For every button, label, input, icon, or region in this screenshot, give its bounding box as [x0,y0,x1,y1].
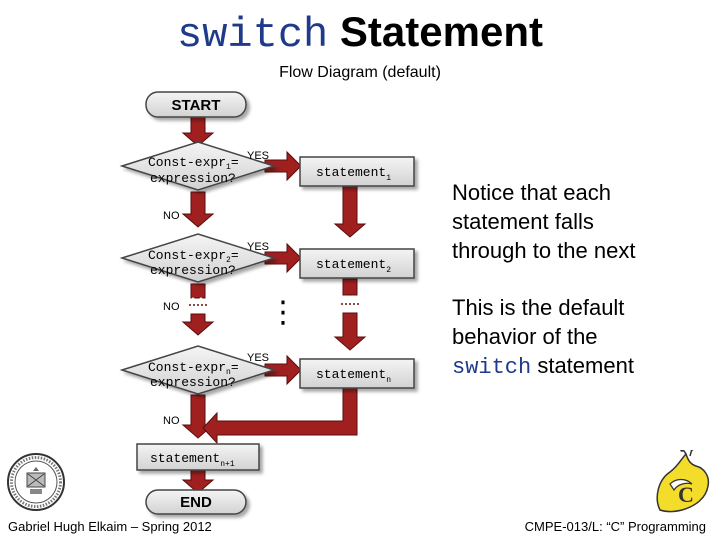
no-label-3: NO [163,415,180,427]
note-fallthrough: Notice that each statement falls through… [452,178,635,265]
flow-arrows [181,116,367,494]
note-default-behavior: This is the default behavior of the swit… [452,293,634,382]
statement-default-label: statementn+1 [150,451,235,469]
statement-n-label: statementn [316,367,391,385]
university-seal-icon [7,453,65,511]
note2-line3: switch statement [452,351,634,382]
start-node [145,91,247,118]
condition-1-line1: Const-expr1= [148,155,239,172]
no-label-2: NO [163,301,180,313]
banana-slug-logo-icon: C [656,450,710,513]
condition-2-line2: expression? [150,263,236,278]
arrow-fallthrough-1-2 [333,185,367,238]
arrow-cond2-no-a [190,283,206,299]
ellipsis-mark: ⋮ [268,295,298,330]
statement-box-n [299,358,415,389]
arrow-cond3-yes [264,354,302,386]
arrow-default-to-end [181,469,215,494]
note2-code: switch [452,355,532,380]
statement-box-2 [299,248,415,279]
statement-box-1 [299,156,415,187]
note2-line1: This is the default [452,295,625,320]
condition-diamond-1 [119,141,277,191]
break-marks [188,295,362,312]
svg-text:C: C [678,482,694,507]
arrow-fallthrough-2-a [342,278,358,296]
note2-tail: statement [531,353,634,378]
arrow-cond2-yes [264,242,302,274]
break-mark-right [340,295,362,311]
yes-label-1: YES [247,150,269,162]
slide-title: switch Statement [0,6,720,61]
end-label: END [180,494,212,511]
arrow-start-to-cond1 [181,116,215,147]
start-label: START [172,97,221,114]
note1-line2: statement falls [452,209,594,234]
footer-course: CMPE-013/L: “C” Programming [524,519,706,534]
condition-3-line1: Const-exprn= [148,360,239,377]
condition-diamond-3 [119,345,277,395]
note1-line1: Notice that each [452,180,611,205]
title-word: Statement [339,8,543,55]
arrow-cond1-no [181,191,215,228]
statement-box-default [136,443,260,471]
condition-3-line2: expression? [150,375,236,390]
footer-author: Gabriel Hugh Elkaim – Spring 2012 [8,519,212,534]
condition-2-line1: Const-expr2= [148,248,239,265]
condition-diamond-2 [119,233,277,283]
title-code: switch [177,11,329,59]
break-mark-left [188,297,210,312]
condition-1-line2: expression? [150,171,236,186]
note2-line2: behavior of the [452,324,598,349]
diagram-subtitle: Flow Diagram (default) [279,64,441,81]
break-dashes [189,303,359,306]
note1-line3: through to the next [452,238,636,263]
yes-label-2: YES [247,241,269,253]
arrow-fallthrough-2-b [333,312,367,351]
statement-1-label: statement1 [316,165,391,183]
arrow-statement-n-to-default [202,387,358,445]
arrow-cond1-yes [264,150,302,182]
arrow-cond2-no-b [181,313,215,336]
yes-label-3: YES [247,352,269,364]
statement-2-label: statement2 [316,257,391,275]
no-label-1: NO [163,210,180,222]
end-node [145,489,247,515]
